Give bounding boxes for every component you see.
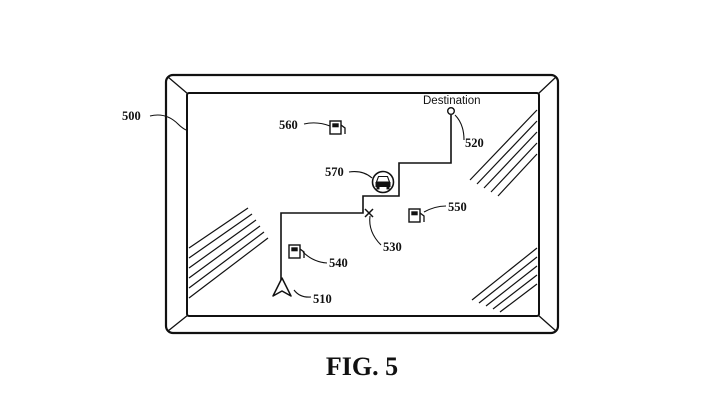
leader-510: [293, 289, 312, 298]
leader-530: [369, 215, 382, 246]
ref-label-500: 500: [122, 109, 141, 123]
fuel-station-icon-550: [408, 208, 425, 223]
leader-560: [303, 122, 331, 127]
fuel-station-icon-560: [329, 120, 346, 135]
ref-label-540: 540: [329, 256, 348, 270]
leader-550: [423, 205, 447, 213]
waypoint-cross-icon: [364, 208, 374, 218]
ref-label-570: 570: [325, 165, 344, 179]
screen-glare-upper-right: [469, 109, 538, 197]
ref-label-510: 510: [313, 292, 332, 306]
figure-caption: FIG. 5: [326, 352, 398, 381]
screen-glare-lower-left: [188, 207, 269, 299]
leader-570: [348, 171, 373, 179]
leader-lines: [149, 114, 465, 298]
leader-500: [149, 114, 187, 131]
screen-glare-lower-right: [471, 247, 538, 313]
ref-label-530: 530: [383, 240, 402, 254]
vehicle-icon: [371, 170, 395, 194]
destination-label: Destination: [423, 95, 481, 107]
ref-label-520: 520: [465, 136, 484, 150]
current-location-arrow-icon: [272, 277, 292, 297]
display-frame: [164, 73, 560, 335]
fuel-station-icon-540: [288, 244, 305, 259]
leader-540: [302, 251, 328, 264]
leader-520: [454, 114, 465, 141]
navigation-route: [280, 115, 452, 283]
ref-label-560: 560: [279, 118, 298, 132]
ref-label-550: 550: [448, 200, 467, 214]
destination-marker: [447, 106, 456, 115]
